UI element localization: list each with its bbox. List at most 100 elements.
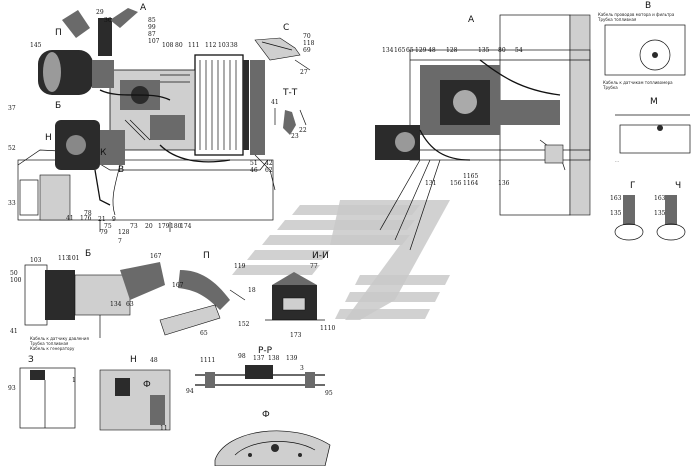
callout: 135 (478, 47, 490, 54)
callout: 54 (515, 47, 523, 54)
callout: 52 (8, 145, 16, 152)
callout: 23 (291, 133, 299, 140)
section-tt-letter: Т-Т (282, 88, 298, 98)
callout: 70 (303, 33, 311, 40)
callout: 75 (104, 223, 112, 230)
callout: 167 (172, 282, 184, 289)
section-ii: И-И 77 1110 173 (265, 251, 335, 339)
callout: 65 (200, 330, 208, 337)
view-letter-p: П (55, 28, 62, 38)
callout: 163 (654, 195, 666, 202)
callout: 165 (394, 47, 406, 54)
callout: 62 (265, 167, 273, 174)
callout: 135 (610, 210, 622, 217)
callout: 42 (265, 160, 273, 167)
view-c-letter: С (283, 23, 289, 33)
callout: 11 (160, 425, 168, 432)
callout: 179 (158, 223, 170, 230)
callout: 80 (175, 42, 183, 49)
callout: 48 (428, 47, 436, 54)
callout: 29 (96, 9, 104, 16)
callout: 129 (415, 47, 427, 54)
callout: 152 (238, 321, 250, 328)
view-g-letter: Г (630, 181, 636, 191)
callout: 136 (498, 180, 510, 187)
main-callouts: 29 30 145 85 99 87 107 108 80 111 112 10… (8, 9, 273, 245)
view-letter-v: В (118, 165, 124, 175)
callout: 38 (230, 42, 238, 49)
callout: 163 (610, 195, 622, 202)
callout: 103 (218, 42, 230, 49)
detail-z: З 1 93 (8, 355, 76, 429)
callout: 37 (8, 105, 16, 112)
detail-b: Б 103 113 101 50 100 167 134 63 41 Кабел… (10, 249, 165, 351)
callout: 94 (186, 388, 194, 395)
callout: 1 (72, 377, 76, 384)
detail-n-letter: Н (130, 355, 137, 365)
callout: 3 (300, 365, 304, 372)
callout: 167 (150, 253, 162, 260)
top-view-a: А 134 165 65 129 48 128 135 80 54 131 15… (375, 14, 591, 251)
callout: 176 (80, 215, 92, 222)
callout: 112 (205, 42, 217, 49)
callout: 174 (180, 223, 192, 230)
view-m-note: … (615, 158, 619, 163)
callout: 69 (303, 47, 311, 54)
callout: 77 (310, 263, 318, 270)
detail-p-letter: П (203, 251, 210, 261)
callout: 119 (234, 263, 246, 270)
callout: 50 (10, 270, 18, 277)
detail-b-note: Кабель к датчику давления (30, 336, 89, 341)
callout: 118 (303, 40, 315, 47)
view-m: М … (615, 97, 691, 163)
callout: 93 (8, 385, 16, 392)
callout: 156 (450, 180, 462, 187)
callout: 48 (150, 357, 158, 364)
view-b-note: Трубка (602, 85, 618, 90)
detail-b-letter: Б (85, 249, 91, 259)
callout: 41 (10, 328, 18, 335)
detail-f: Ф (214, 410, 331, 466)
callout: 113 (58, 255, 70, 262)
callout: 33 (8, 200, 16, 207)
callout: 134 (382, 47, 394, 54)
callout: 18 (248, 287, 256, 294)
callout: 108 (162, 42, 174, 49)
callout: 101 (68, 255, 79, 262)
callout: 79 (100, 229, 108, 236)
callout: 137 (253, 355, 265, 362)
detail-z-letter: З (28, 355, 34, 365)
callout: 46 (250, 167, 258, 174)
callout: 9 (112, 216, 116, 223)
section-rr: Р-Р 1111 98 137 138 139 3 94 95 (186, 346, 333, 397)
callout: 65 (406, 47, 414, 54)
callout: 180 (170, 223, 182, 230)
callout: 95 (325, 390, 333, 397)
view-b-letter: В (645, 1, 651, 11)
section-ii-letter: И-И (312, 251, 329, 261)
callout: 41 (66, 215, 74, 222)
callout: 73 (130, 223, 138, 230)
callout: 27 (300, 69, 308, 76)
callout: 100 (10, 277, 22, 284)
view-letter-n: Н (45, 133, 52, 143)
callout: 131 (425, 180, 436, 187)
top-view-letter: А (468, 15, 475, 25)
callout: 128 (446, 47, 458, 54)
callout: 20 (145, 223, 153, 230)
callout: 103 (30, 257, 42, 264)
callout: 134 (110, 301, 122, 308)
callout: 138 (268, 355, 280, 362)
callout: 111 (188, 42, 199, 49)
section-rr-letter: Р-Р (258, 346, 273, 356)
view-b-note: Кабель проводов мотора и фильтра (598, 12, 675, 17)
detail-f-letter: Ф (262, 410, 270, 420)
view-b-small: В Кабель проводов мотора и фильтра Трубк… (597, 1, 686, 90)
callout: 1165 (463, 173, 478, 180)
callout: 22 (299, 127, 307, 134)
callout: 30 (104, 17, 112, 24)
detail-b-note: Кабель к генератору (30, 346, 75, 351)
detail-b-note: Трубка топливная (29, 341, 69, 346)
callout: 145 (30, 42, 42, 49)
